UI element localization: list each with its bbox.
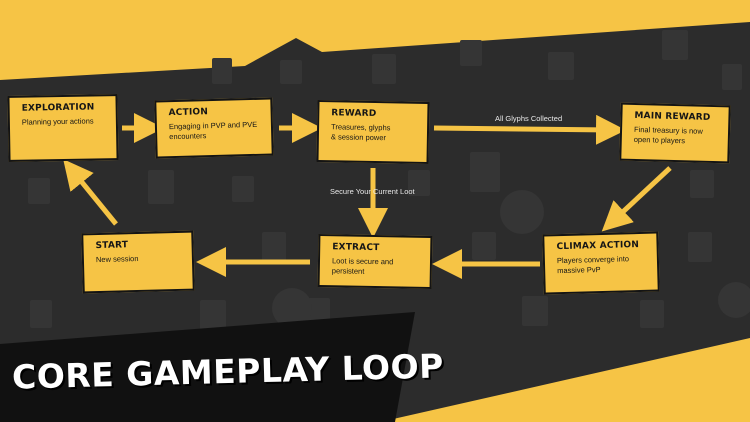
node-climax-action-title: CLIMAX ACTION — [556, 239, 640, 253]
node-start: START New session — [81, 230, 195, 294]
node-exploration: EXPLORATION Planning your actions — [7, 94, 119, 162]
edge-label-secure-current-loot: Secure Your Current Loot — [330, 187, 415, 196]
node-reward-desc: Treasures, glyphs & session power — [330, 122, 391, 143]
node-action-desc: Engaging in PVP and PVE encounters — [168, 119, 258, 142]
arrow-reward-to-main-reward — [433, 114, 626, 145]
node-extract: EXTRACT Loot is secure and persistent — [317, 234, 433, 289]
arrow-main-reward-to-climax — [601, 166, 672, 232]
node-extract-desc: Loot is secure and persistent — [331, 256, 394, 276]
connector-arrows — [63, 113, 672, 279]
node-action-title: ACTION — [168, 107, 209, 119]
node-extract-title: EXTRACT — [332, 242, 380, 254]
node-start-title: START — [95, 240, 129, 252]
node-climax-action-desc: Players converge into massive PvP — [556, 254, 630, 276]
title-banner-shape — [0, 312, 415, 422]
edge-label-all-glyphs-collected: All Glyphs Collected — [495, 114, 563, 123]
node-start-desc: New session — [95, 253, 139, 265]
node-action: ACTION Engaging in PVP and PVE encounter… — [154, 97, 274, 159]
arrow-start-to-exploration — [63, 159, 118, 226]
decorative-pattern — [28, 30, 750, 330]
node-reward-title: REWARD — [331, 108, 377, 120]
bottom-yellow-band — [380, 338, 750, 422]
node-exploration-desc: Planning your actions — [21, 116, 94, 127]
node-exploration-title: EXPLORATION — [21, 102, 95, 114]
node-main-reward-title: MAIN REWARD — [634, 110, 711, 123]
node-reward: REWARD Treasures, glyphs & session power — [316, 100, 430, 164]
node-main-reward-desc: Final treasury is now open to players — [633, 124, 703, 146]
node-main-reward: MAIN REWARD Final treasury is now open t… — [619, 102, 731, 164]
top-yellow-band — [0, 0, 750, 80]
node-climax-action: CLIMAX ACTION Players converge into mass… — [542, 231, 660, 295]
